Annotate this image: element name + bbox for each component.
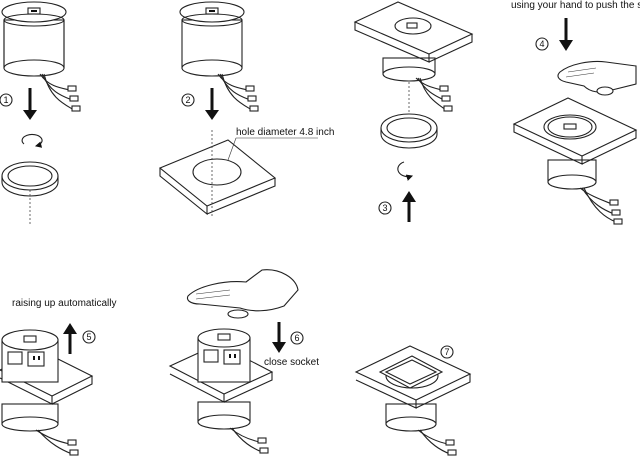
step-7: 7 bbox=[354, 345, 472, 456]
step-4-number: 4 bbox=[539, 39, 544, 49]
close-socket-caption: close socket bbox=[264, 357, 319, 368]
countertop-with-unit bbox=[512, 97, 638, 190]
down-arrow bbox=[23, 88, 37, 120]
step-6-number-circle bbox=[290, 331, 304, 345]
hand-icon bbox=[186, 269, 299, 319]
rotate-arrow-icon bbox=[21, 133, 43, 148]
cables bbox=[415, 77, 453, 112]
down-arrow bbox=[205, 88, 219, 120]
step-5-number: 5 bbox=[86, 332, 91, 342]
countertop-with-hole bbox=[158, 139, 277, 216]
raised-socket-tower bbox=[1, 329, 59, 432]
cables bbox=[217, 73, 259, 112]
rotate-arrow-icon bbox=[397, 161, 414, 181]
hand-icon bbox=[557, 60, 637, 96]
countertop-with-unit bbox=[353, 1, 474, 82]
step-1-number: 1 bbox=[3, 95, 8, 105]
step-7-number: 7 bbox=[444, 347, 449, 357]
step-1: 1 bbox=[0, 1, 81, 225]
cables bbox=[229, 427, 269, 454]
step-1-number-circle bbox=[0, 93, 13, 107]
smartphone-icon bbox=[378, 355, 444, 389]
step-3: 3 bbox=[353, 1, 474, 222]
step-6: 6 close socket bbox=[168, 269, 319, 454]
step-2-number: 2 bbox=[185, 95, 190, 105]
step-2: 2 hole diameter 4.8 inch bbox=[158, 1, 334, 216]
socket-unit-cylinder bbox=[179, 1, 245, 77]
step-3-number-circle bbox=[378, 201, 392, 215]
step-5-number-circle bbox=[82, 330, 96, 344]
cables bbox=[579, 187, 623, 225]
up-arrow bbox=[63, 323, 77, 354]
ring-flange bbox=[380, 113, 438, 149]
hole-diameter-label: hole diameter 4.8 inch bbox=[236, 127, 334, 138]
step-7-number-circle bbox=[440, 345, 454, 359]
cables bbox=[39, 73, 81, 112]
raised-socket-tower bbox=[197, 328, 251, 430]
ring-flange bbox=[1, 161, 59, 197]
push-surface-caption: using your hand to push the surface bbox=[511, 0, 640, 11]
step-4: using your hand to push the surface 4 bbox=[511, 0, 640, 225]
down-arrow bbox=[559, 18, 573, 51]
up-arrow bbox=[402, 191, 416, 222]
raising-up-caption: raising up automatically bbox=[12, 298, 117, 309]
leader-line bbox=[227, 137, 237, 161]
step-5: raising up automatically 5 bbox=[0, 298, 117, 456]
step-4-number-circle bbox=[535, 37, 549, 51]
cables bbox=[417, 429, 457, 456]
step-2-number-circle bbox=[181, 93, 195, 107]
step-3-number: 3 bbox=[382, 203, 387, 213]
down-arrow bbox=[272, 322, 286, 353]
socket-unit-cylinder bbox=[1, 1, 67, 77]
cables bbox=[35, 429, 79, 456]
step-6-number: 6 bbox=[294, 333, 299, 343]
